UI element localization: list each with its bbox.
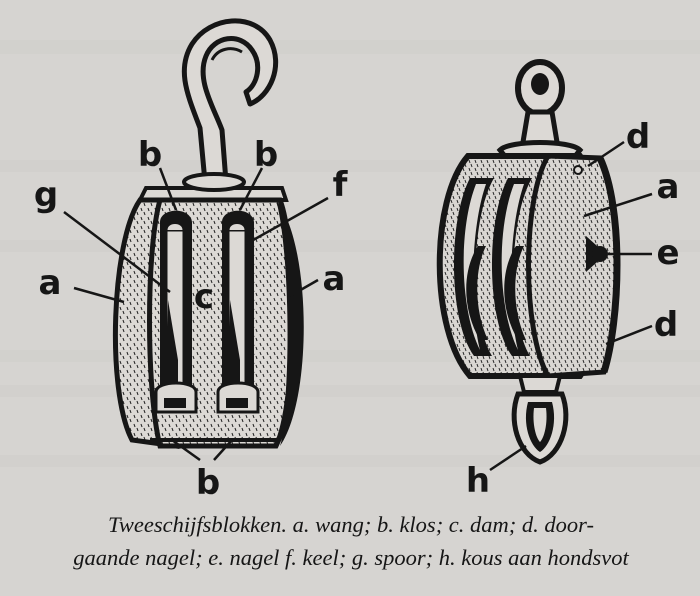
front-cheek xyxy=(529,156,618,376)
label-g: g xyxy=(34,175,58,215)
label-h: h xyxy=(466,461,490,501)
label-a-left: a xyxy=(39,263,62,303)
becket xyxy=(520,376,560,392)
label-f: f xyxy=(333,165,349,205)
label-d-bottom: d xyxy=(654,305,678,345)
caption-line-1: Tweeschijfsblokken. a. wang; b. klos; c.… xyxy=(20,508,682,541)
label-a: a xyxy=(657,167,680,207)
label-a-right: a xyxy=(323,259,346,299)
figure-caption: Tweeschijfsblokken. a. wang; b. klos; c.… xyxy=(20,508,682,574)
shackle-block: d a e d h xyxy=(440,62,680,501)
hook-block: b b g f a c a b xyxy=(34,21,349,503)
label-b-bottom: b xyxy=(196,463,220,503)
label-d-top: d xyxy=(626,117,650,157)
label-b-top-right: b xyxy=(254,135,278,175)
label-c: c xyxy=(194,277,214,317)
label-e: e xyxy=(656,233,679,273)
label-b-top-left: b xyxy=(138,135,162,175)
sheave-slot-left xyxy=(156,211,196,412)
caption-line-2: gaande nagel; e. nagel f. keel; g. spoor… xyxy=(20,541,682,574)
